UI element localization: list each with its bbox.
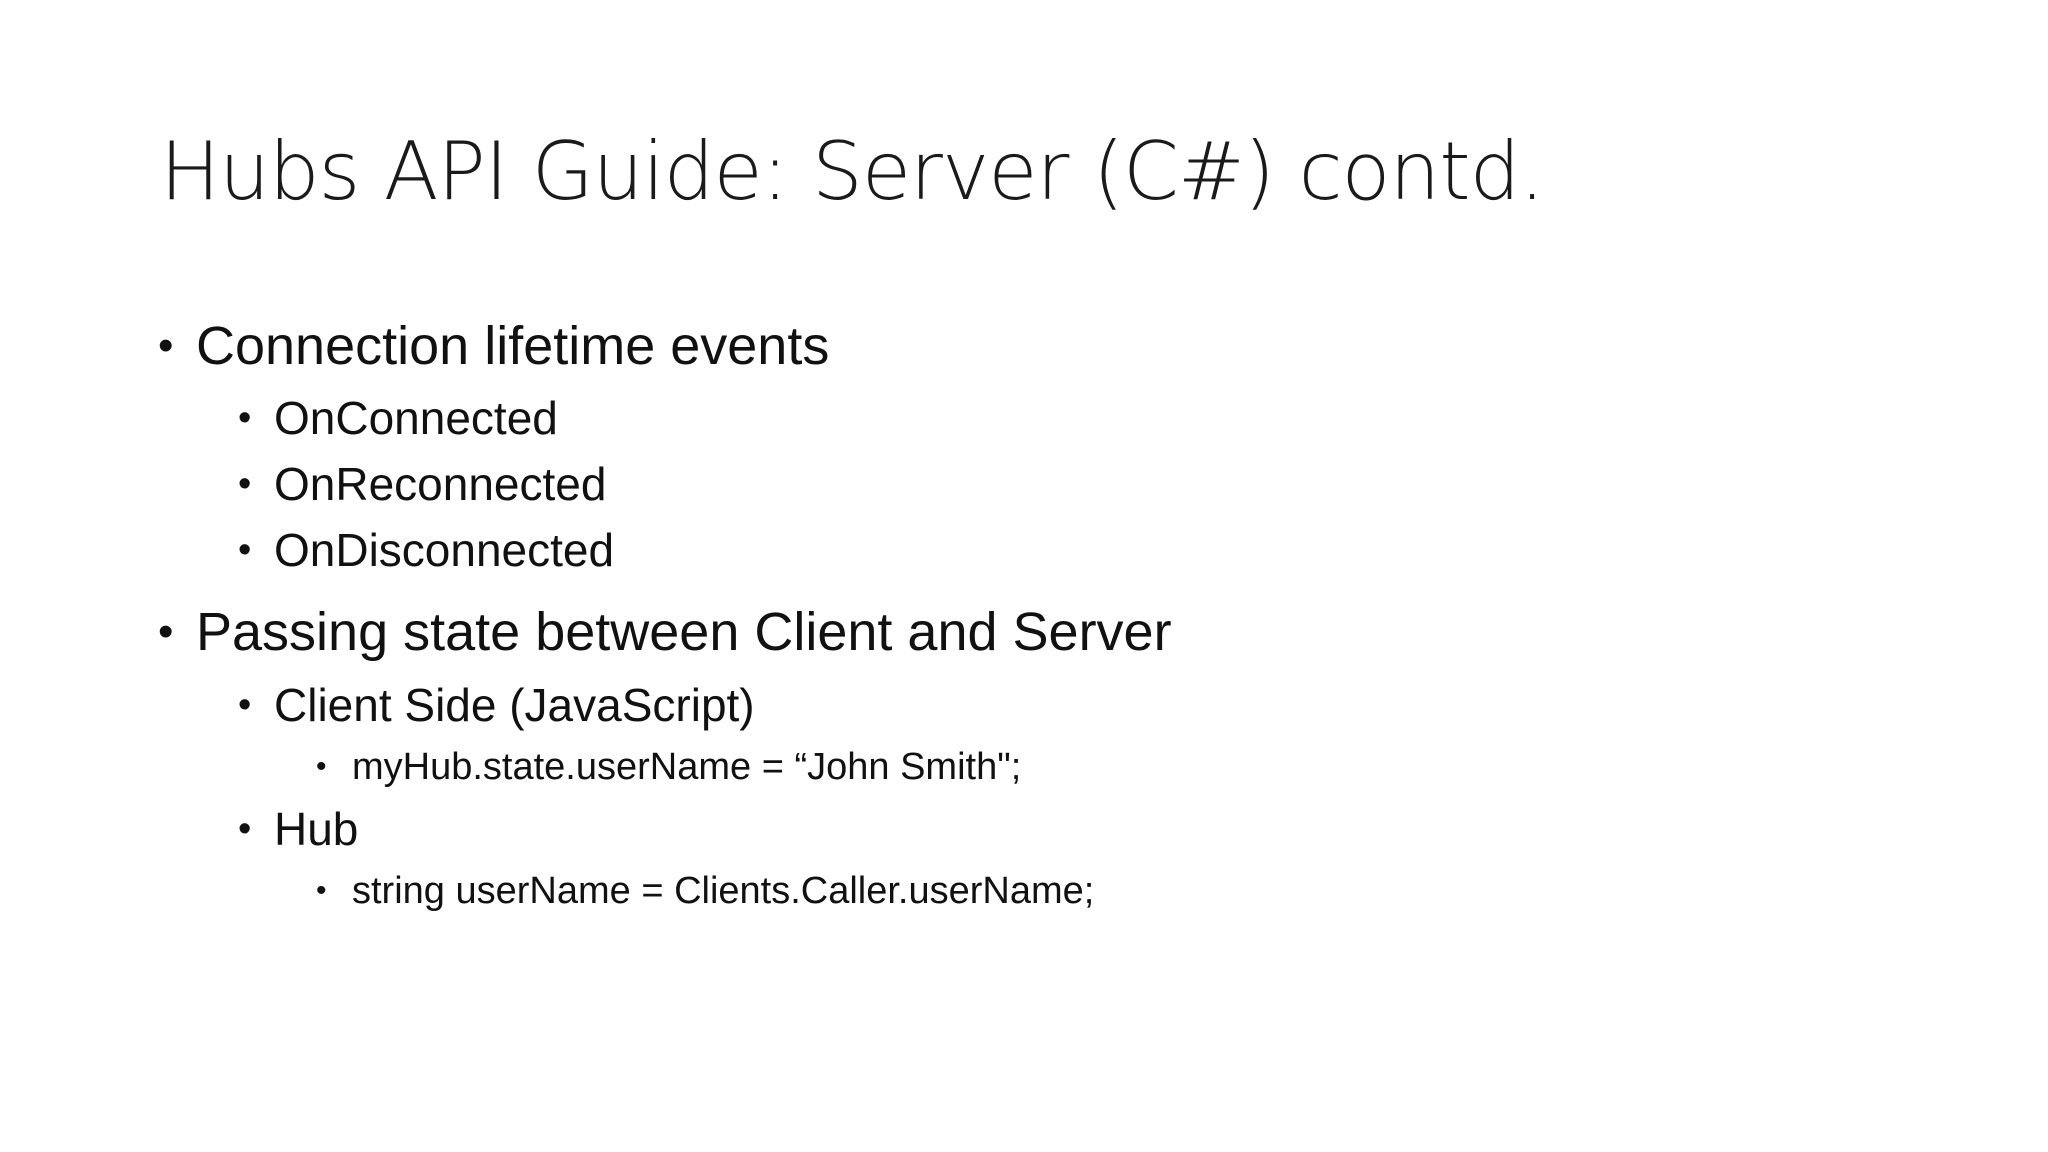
bullet-text: Passing state between Client and Server [196, 602, 1172, 662]
slide-title: Hubs API Guide: Server (C#) contd. [160, 125, 1545, 218]
bullet-icon: • [238, 529, 252, 571]
bullet-icon: • [316, 750, 327, 783]
bullet-item-onconnected: • OnConnected [238, 390, 558, 446]
bullet-icon: • [238, 463, 252, 505]
bullet-item-connection-lifetime-events: • Connection lifetime events [158, 314, 830, 378]
bullet-icon: • [158, 321, 174, 370]
bullet-text: myHub.state.userName = “John Smith"; [352, 746, 1022, 788]
bullet-text: Connection lifetime events [196, 316, 830, 376]
bullet-item-passing-state: • Passing state between Client and Serve… [158, 600, 1172, 664]
bullet-icon: • [158, 607, 174, 656]
bullet-icon: • [238, 397, 252, 439]
bullet-item-hub: • Hub [238, 801, 359, 857]
bullet-text: string userName = Clients.Caller.userNam… [352, 870, 1095, 912]
bullet-text: OnReconnected [274, 458, 607, 510]
bullet-icon: • [238, 808, 252, 850]
bullet-item-ondisconnected: • OnDisconnected [238, 522, 615, 578]
bullet-item-hub-code: • string userName = Clients.Caller.userN… [316, 867, 1095, 915]
bullet-item-onreconnected: • OnReconnected [238, 456, 607, 512]
bullet-text: Client Side (JavaScript) [274, 679, 755, 731]
bullet-icon: • [238, 684, 252, 726]
bullet-item-client-side: • Client Side (JavaScript) [238, 677, 755, 733]
bullet-item-client-code: • myHub.state.userName = “John Smith"; [316, 743, 1022, 791]
bullet-text: Hub [274, 803, 359, 855]
bullet-text: OnDisconnected [274, 524, 615, 576]
bullet-text: OnConnected [274, 392, 558, 444]
bullet-icon: • [316, 874, 327, 907]
